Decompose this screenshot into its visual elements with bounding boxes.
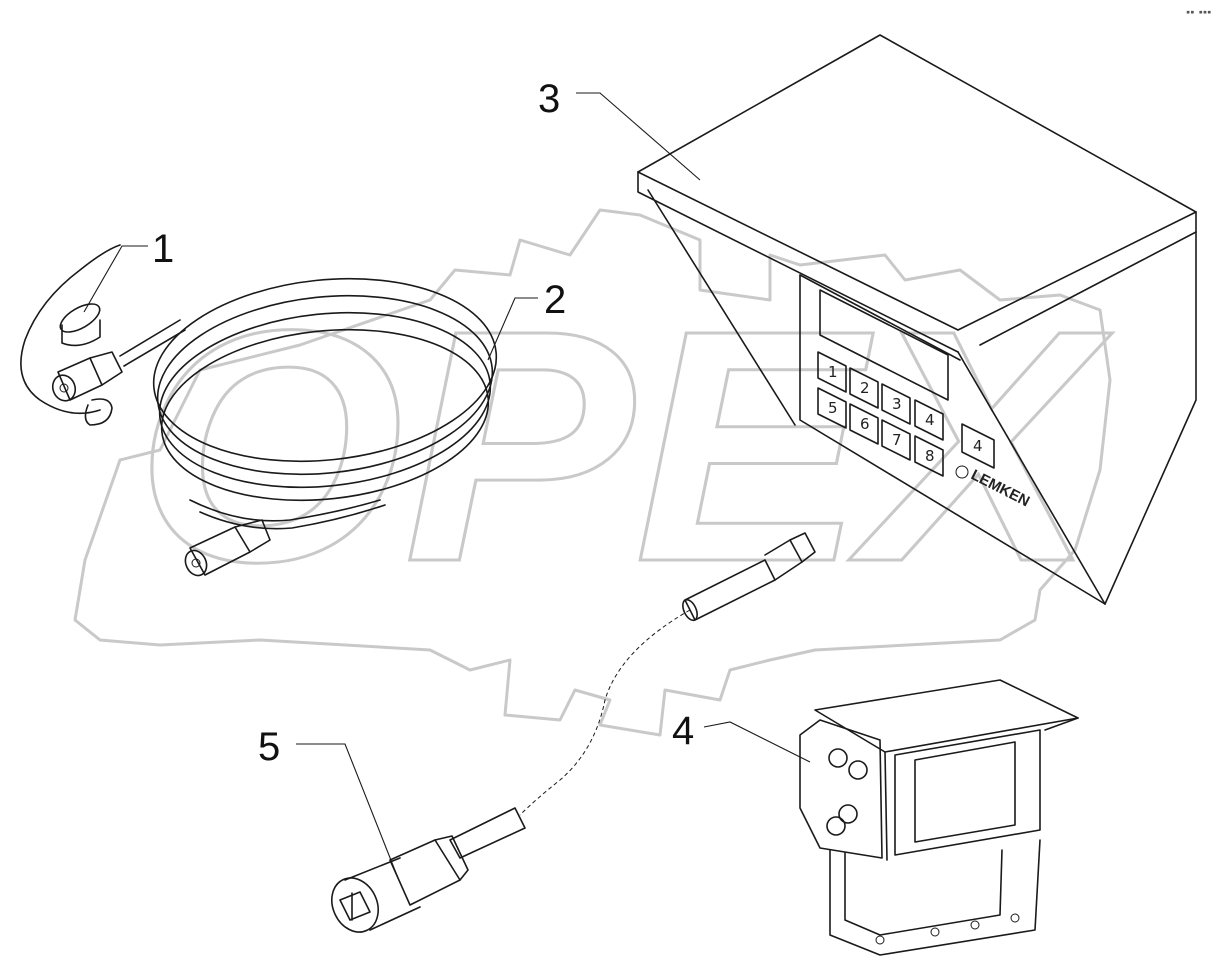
svg-text:4: 4: [672, 709, 694, 753]
svg-text:3: 3: [538, 77, 560, 121]
watermark-text: OPEX: [135, 261, 1113, 630]
callout-5: 5: [258, 725, 399, 879]
svg-text:6: 6: [860, 415, 870, 433]
svg-text:2: 2: [544, 278, 566, 322]
gear-outline-icon: [73, 208, 1112, 737]
monitor-keypad: 1 2 3 4 5 6 7 8 4: [817, 351, 995, 477]
watermark: OPEX: [73, 208, 1114, 737]
svg-text:5: 5: [258, 725, 280, 769]
part-4-camera: [799, 679, 1079, 956]
part-5-camera-cable: [331, 532, 816, 933]
svg-text:7: 7: [892, 431, 902, 449]
svg-text:3: 3: [892, 395, 902, 413]
svg-text:2: 2: [860, 379, 870, 397]
part-2-coiled-cable: [119, 277, 498, 577]
part-1-protective-cap: [20, 244, 123, 426]
callout-3: 3: [538, 77, 701, 181]
svg-text:4: 4: [973, 437, 983, 455]
svg-text:4: 4: [925, 411, 935, 429]
svg-text:1: 1: [828, 363, 838, 381]
corner-mark: ▪▪ ▪▪▪: [1186, 8, 1211, 16]
svg-text:1: 1: [152, 227, 174, 271]
callout-4: 4: [672, 709, 811, 763]
callout-1: 1: [83, 227, 174, 313]
svg-text:5: 5: [828, 399, 838, 417]
svg-text:8: 8: [925, 447, 935, 465]
callout-2: 2: [487, 278, 566, 361]
